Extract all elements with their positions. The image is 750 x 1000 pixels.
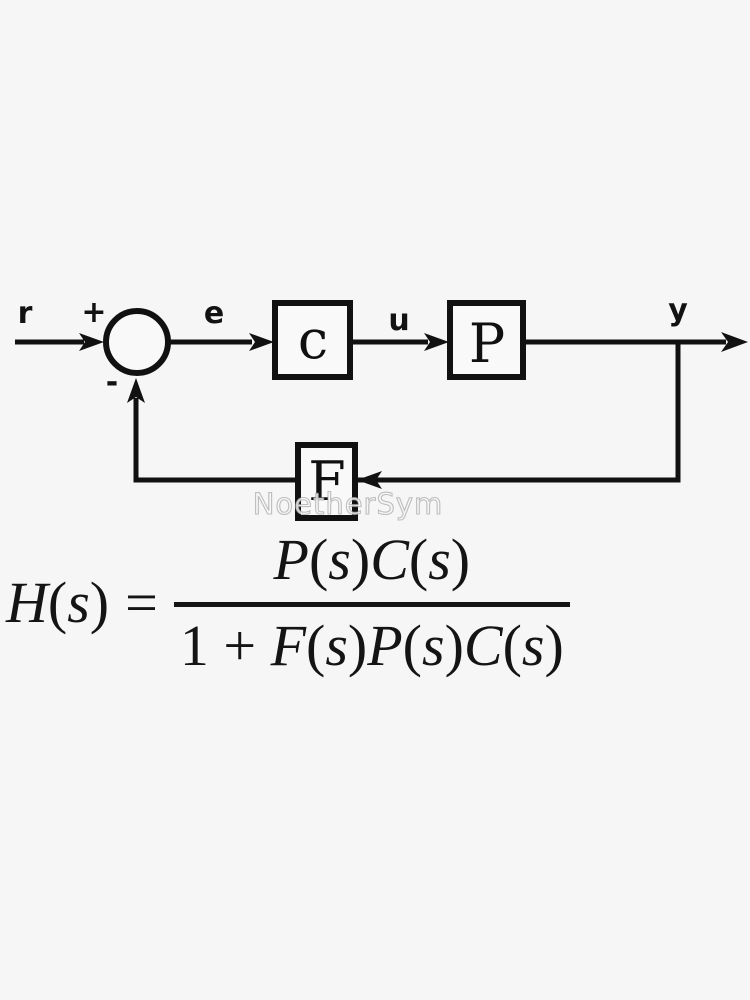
formula-fraction: P(s)C(s) 1 + F(s)P(s)C(s) <box>173 524 570 683</box>
feedback-path <box>133 342 681 483</box>
formula-numerator: P(s)C(s) <box>273 527 471 592</box>
sign-minus: - <box>106 365 118 400</box>
sign-plus: + <box>81 295 106 330</box>
error-arrowhead-icon <box>249 333 274 351</box>
signal-label-y: y <box>668 293 688 328</box>
controller-block-label: c <box>298 308 328 371</box>
formula-lhs: H(s)= <box>6 567 158 640</box>
formula-equals-sign: = <box>125 569 158 635</box>
signal-label-r: r <box>18 296 33 331</box>
formula-lhs-symbol: H(s) <box>6 569 110 635</box>
transfer-function-formula: H(s)= P(s)C(s) 1 + F(s)P(s)C(s) <box>6 524 570 682</box>
input-arrowhead-icon <box>79 333 104 351</box>
feedback-block <box>295 442 358 521</box>
feedback-up-arrowhead-icon <box>127 378 145 403</box>
formula-denominator: 1 + F(s)P(s)C(s) <box>173 601 570 683</box>
output-arrowhead-icon <box>721 332 748 352</box>
plant-block-label: P <box>469 312 505 375</box>
control-arrowhead-icon <box>424 333 449 351</box>
signal-label-e: e <box>204 296 224 331</box>
feedback-arrowhead-icon <box>357 471 382 489</box>
feedback-block-label: F <box>308 450 345 513</box>
summing-junction <box>103 308 171 376</box>
controller-block <box>272 300 353 380</box>
signal-label-u: u <box>388 303 409 338</box>
